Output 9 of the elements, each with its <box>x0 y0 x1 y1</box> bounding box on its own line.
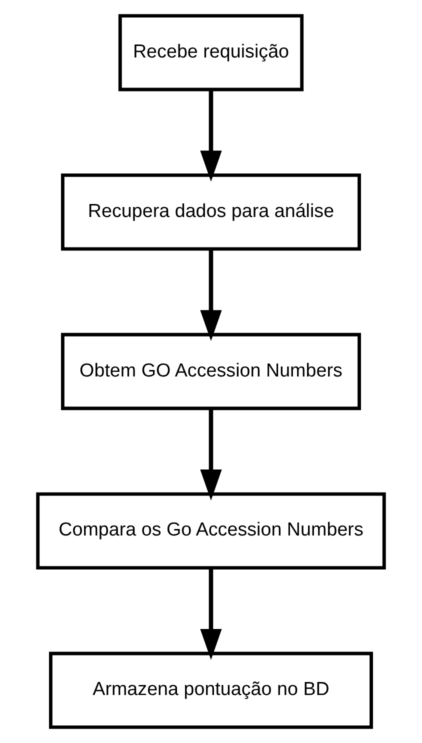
arrow <box>200 568 222 660</box>
node-box: Armazena pontuação no BD <box>49 652 373 729</box>
node-box: Recupera dados para análise <box>61 174 361 251</box>
arrow <box>200 408 222 500</box>
node-box: Obtem GO Accession Numbers <box>61 332 361 410</box>
arrow <box>200 90 222 182</box>
node-box: Compara os Go Accession Numbers <box>36 492 386 570</box>
arrow <box>200 249 222 342</box>
node-box: Recebe requisição <box>118 14 304 92</box>
